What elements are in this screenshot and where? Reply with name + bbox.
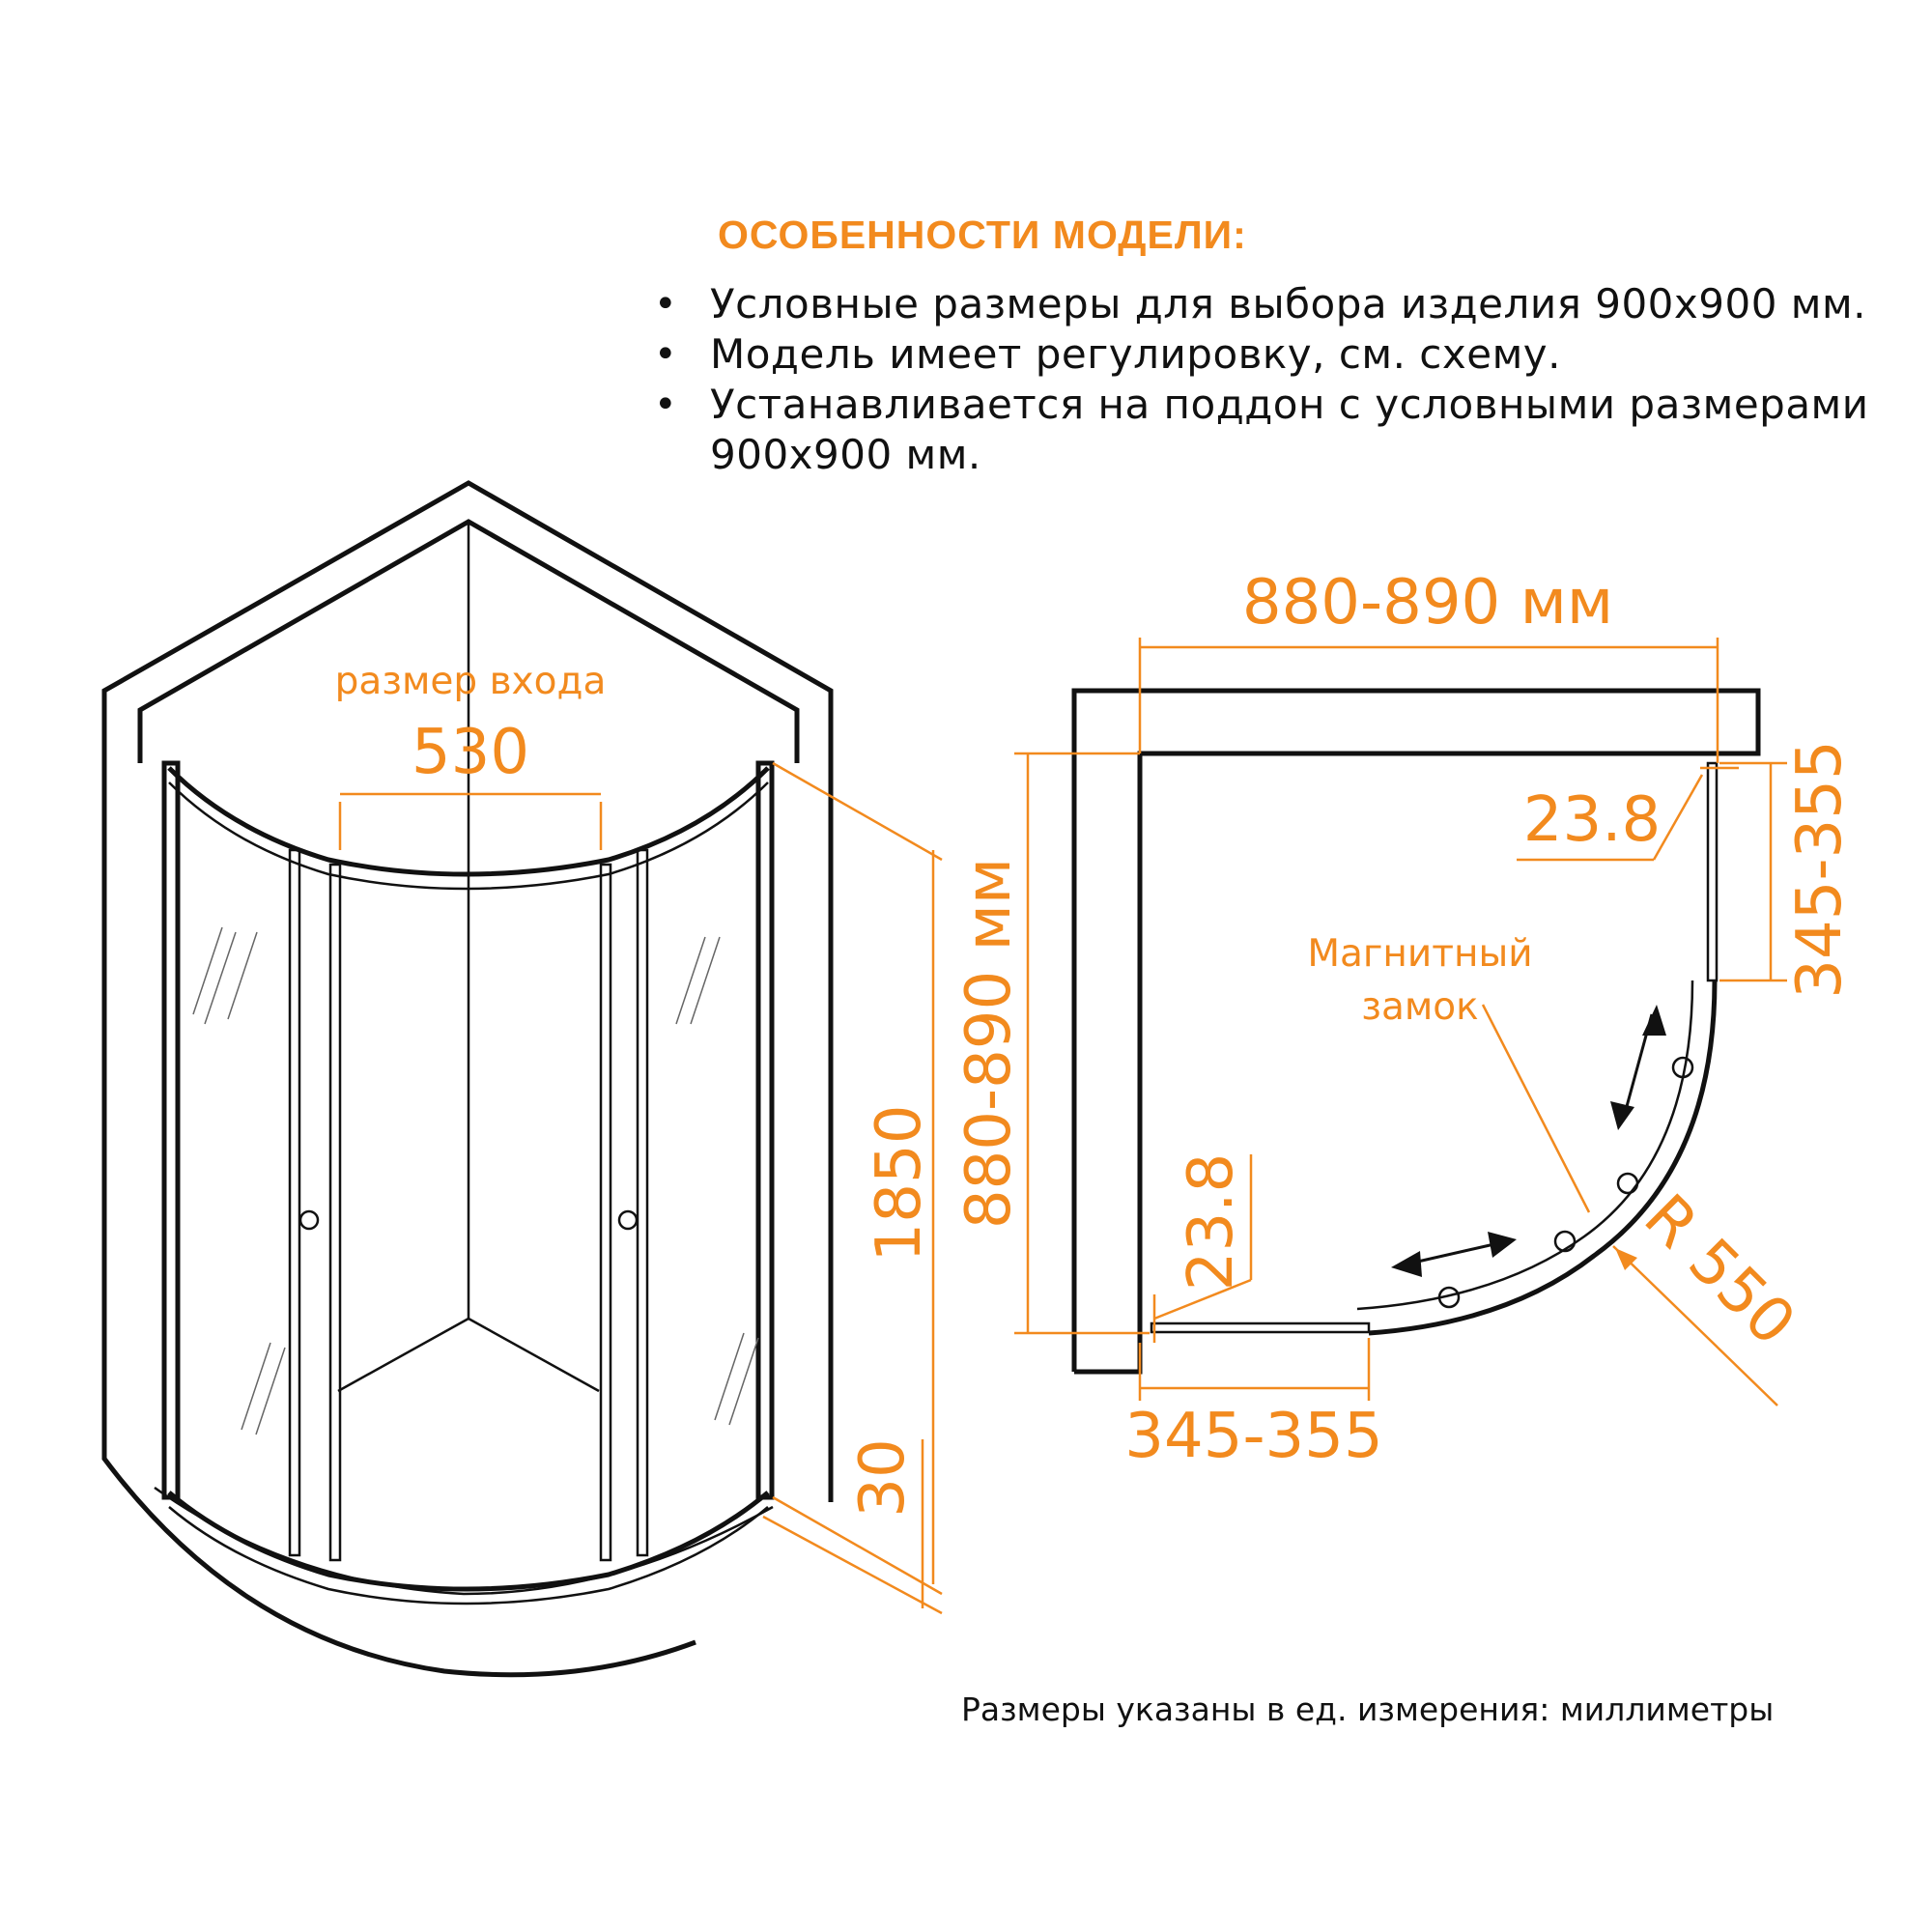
plan-roller <box>1671 1056 1694 1079</box>
gap-top-value: 23.8 <box>1523 784 1662 856</box>
iso-right-door-edge <box>636 848 649 1557</box>
iso-left-post <box>161 760 181 1500</box>
feature-item: • Условные размеры для выбора изделия 900… <box>642 279 1898 329</box>
feature-text: Устанавливается на поддон с условными ра… <box>710 381 1869 478</box>
entrance-width: 530 <box>412 717 529 788</box>
feature-text: Модель имеет регулировку, см. схему. <box>710 330 1561 378</box>
plan-roller <box>1616 1172 1639 1195</box>
radius-value: R 550 <box>1631 1181 1809 1360</box>
tray-height-value: 30 <box>847 1438 919 1517</box>
iso-wall-outline <box>101 480 834 1502</box>
iso-right-handle <box>617 1209 639 1231</box>
dim-gap-top-leader <box>1652 774 1704 861</box>
bottom-panel-value: 345-355 <box>1124 1401 1382 1472</box>
plan-view: 880-890 мм 880-890 мм 23.8 345-355 23.8 … <box>953 567 1856 1472</box>
slide-arrow-right <box>1610 1005 1666 1130</box>
iso-right-door-inner <box>599 863 612 1562</box>
magnetic-lock-line2: замок <box>1361 985 1478 1029</box>
plan-roller <box>1437 1286 1461 1309</box>
magnetic-lock-leader <box>1481 1004 1591 1213</box>
plan-right-fixed-panel <box>1706 761 1719 982</box>
right-panel-value: 345-355 <box>1784 740 1856 998</box>
magnetic-lock-line1: Магнитный <box>1307 932 1532 976</box>
iso-floor-line-right <box>468 1317 600 1393</box>
features-list: • Условные размеры для выбора изделия 900… <box>642 279 1898 480</box>
iso-view: размер входа 530 1850 30 <box>101 480 943 1678</box>
units-note: Размеры указаны в ед. измерения: миллиме… <box>961 1690 1775 1728</box>
dim-height-ext-bottom <box>772 1495 943 1596</box>
iso-tray-front <box>101 1391 696 1678</box>
height-value: 1850 <box>864 1105 935 1263</box>
dim-height-ext-top <box>772 761 943 862</box>
plan-bottom-fixed-panel <box>1150 1321 1371 1334</box>
entrance-label: размер входа <box>335 660 607 703</box>
slide-arrow-bottom <box>1391 1232 1517 1277</box>
plan-roller <box>1553 1230 1577 1253</box>
dim-radius-arrow <box>1615 1248 1637 1270</box>
bullet-icon: • <box>654 282 678 327</box>
dim-gap-left-leader <box>1153 1278 1252 1321</box>
plan-curved-outer <box>1368 980 1718 1336</box>
dim-tray-ext <box>762 1515 943 1615</box>
gap-left-value: 23.8 <box>1176 1153 1247 1292</box>
feature-item: • Устанавливается на поддон с условными р… <box>642 380 1898 480</box>
plan-width-value: 880-890 мм <box>1242 567 1613 639</box>
iso-bottom-rail-inner <box>168 1506 769 1605</box>
dim-radius-leader <box>1612 1245 1778 1406</box>
feature-text: Условные размеры для выбора изделия 900х… <box>710 280 1866 327</box>
iso-left-handle <box>298 1209 320 1231</box>
plan-depth-value: 880-890 мм <box>953 858 1025 1229</box>
iso-glass-reflections <box>192 926 759 1435</box>
iso-left-door-inner <box>328 863 342 1562</box>
iso-bottom-rail <box>167 1491 770 1592</box>
iso-left-door-edge <box>288 848 301 1557</box>
features-heading: ОСОБЕННОСТИ МОДЕЛИ: <box>718 213 1247 257</box>
feature-item: • Модель имеет регулировку, см. схему. <box>642 329 1898 380</box>
bullet-icon: • <box>654 383 678 427</box>
features-block: ОСОБЕННОСТИ МОДЕЛИ: • Условные размеры дл… <box>642 213 1898 480</box>
iso-floor-line-left <box>337 1317 469 1393</box>
iso-top-rail <box>167 766 770 877</box>
bullet-icon: • <box>654 332 678 377</box>
iso-right-post <box>755 760 775 1500</box>
iso-top-rail-inner <box>168 781 769 891</box>
